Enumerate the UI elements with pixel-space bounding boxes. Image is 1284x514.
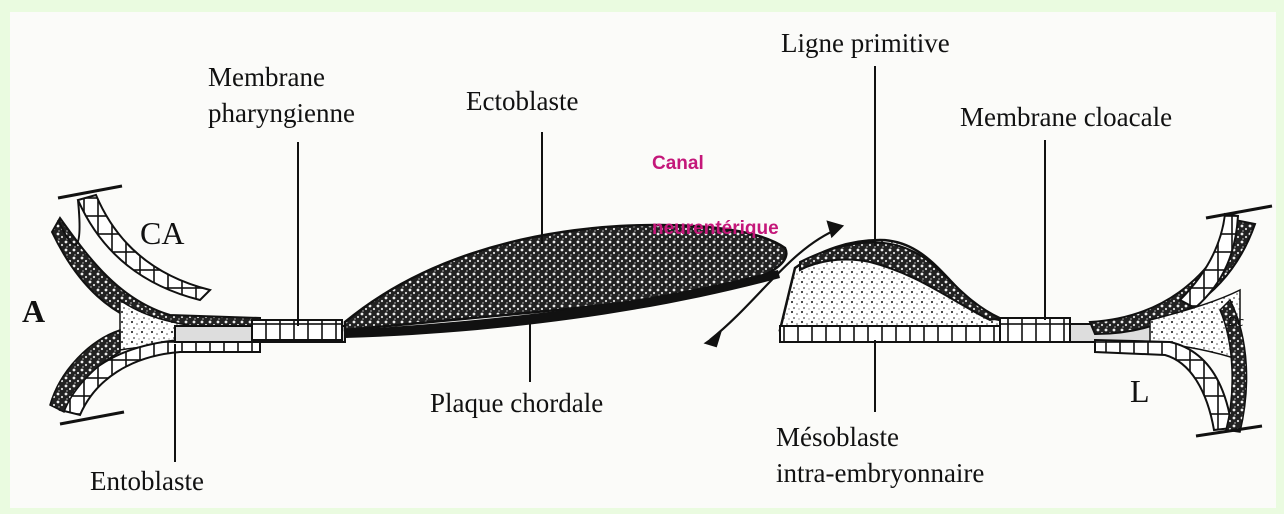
right-allantois-structure [1090, 206, 1272, 436]
label-ligne-primitive: Ligne primitive [781, 28, 950, 58]
label-dc: Dc [1228, 315, 1244, 329]
label-membrane-pharyngienne-2: pharyngienne [208, 98, 355, 128]
label-plaque-chordale: Plaque chordale [430, 388, 603, 418]
label-membrane-cloacale: Membrane cloacale [960, 102, 1172, 132]
label-ectoblaste: Ectoblaste [466, 86, 578, 116]
label-mesoblaste-1: Mésoblaste [776, 422, 899, 452]
primitive-streak-mass [780, 240, 1010, 342]
label-entoblaste: Entoblaste [90, 466, 204, 496]
label-canal-2: neurentérique [652, 218, 779, 239]
label-mesoblaste-2: intra-embryonnaire [776, 458, 984, 488]
label-a: A [22, 293, 45, 329]
label-canal-1: Canal [652, 153, 704, 174]
label-ca: CA [140, 215, 184, 251]
notochord-mass [345, 225, 786, 338]
label-membrane-pharyngienne-1: Membrane [208, 62, 325, 92]
label-l: L [1130, 373, 1150, 409]
